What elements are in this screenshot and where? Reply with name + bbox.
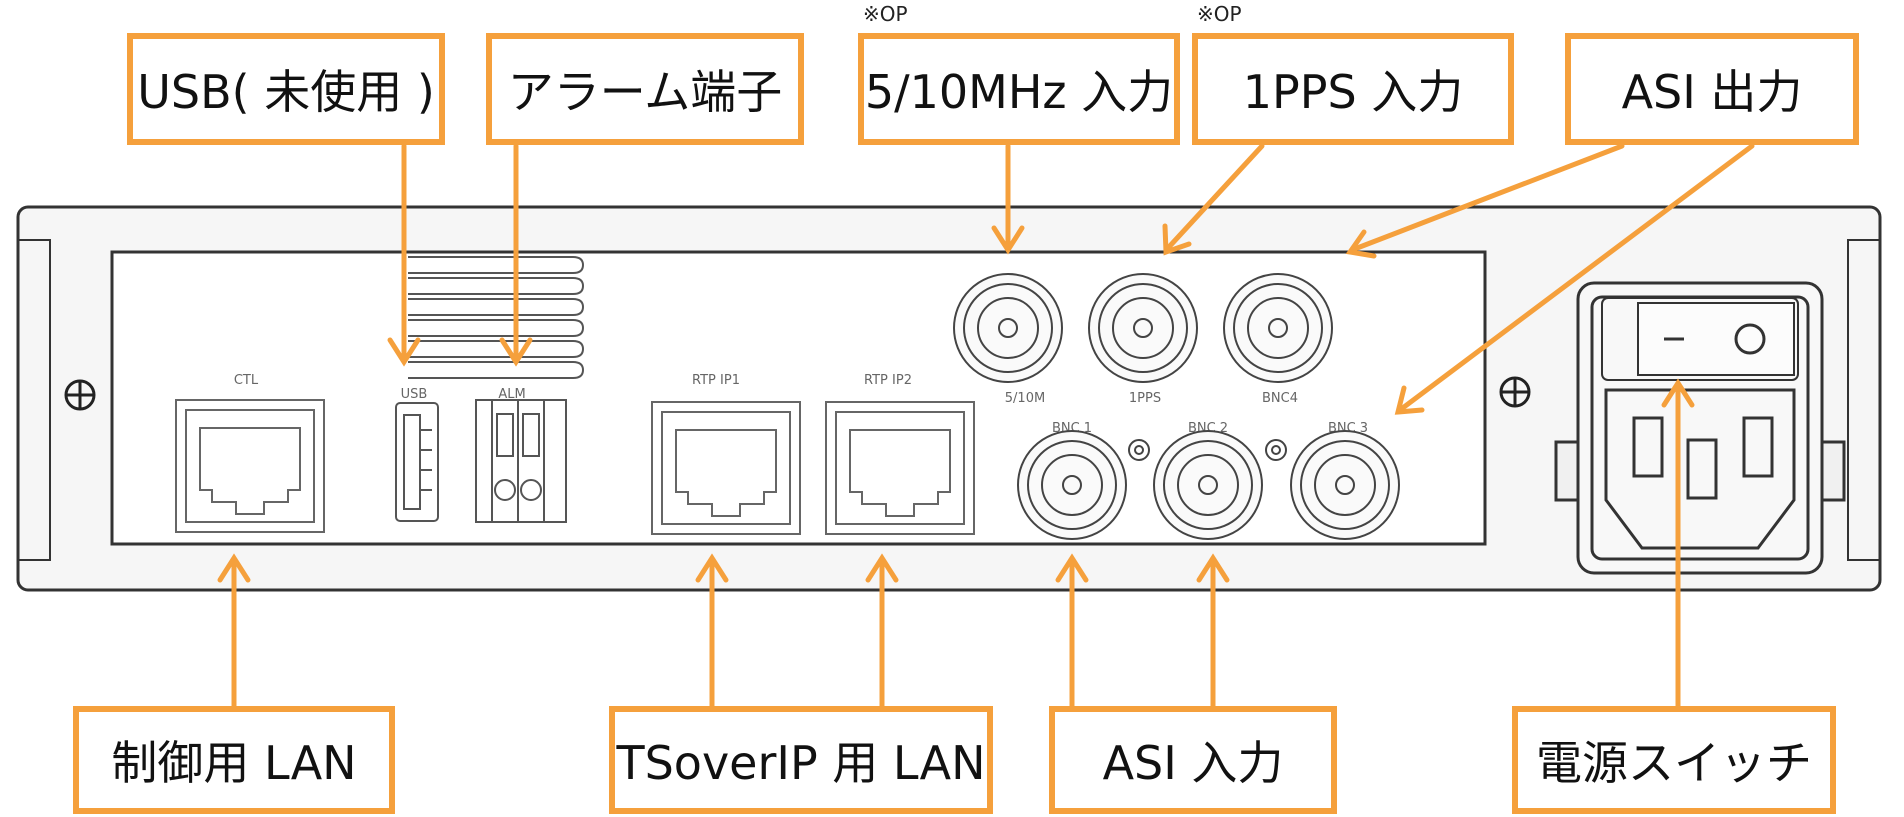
bnc-connector-pps-in: [1088, 273, 1198, 383]
rj45-port-ctl: [175, 399, 325, 533]
port-label-bnc4: BNC4: [1262, 391, 1298, 406]
bnc-connector-ref-in: [953, 273, 1063, 383]
callout-ref-input: 5/10MHz 入力: [858, 33, 1180, 145]
port-label-rtp1: RTP IP1: [692, 373, 740, 388]
port-label-rtp2: RTP IP2: [864, 373, 912, 388]
callout-pps-input: 1PPS 入力: [1192, 33, 1514, 145]
usb-port: [395, 402, 439, 522]
callout-tsoverip-lan: TSoverIP 用 LAN: [609, 706, 993, 814]
screw-icon: [1499, 376, 1531, 408]
led-indicator: [1128, 439, 1150, 461]
screw-icon: [64, 379, 96, 411]
callout-control-lan: 制御用 LAN: [73, 706, 395, 814]
rj45-port-rtp1: [651, 401, 801, 535]
bnc-connector-bnc4: [1223, 273, 1333, 383]
port-label-ref: 5/10M: [1005, 391, 1045, 406]
callout-usb: USB( 未使用 ): [127, 33, 445, 145]
bnc-connector-bnc3: [1290, 430, 1400, 540]
callout-arrows: [217, 143, 1755, 709]
bnc-connector-bnc2: [1153, 430, 1263, 540]
port-label-ctl: CTL: [234, 373, 259, 388]
power-switch: [1601, 297, 1799, 381]
led-indicator: [1265, 439, 1287, 461]
device-chassis: [16, 205, 1882, 592]
rj45-port-rtp2: [825, 401, 975, 535]
port-label-alm: ALM: [498, 387, 525, 402]
vent-slots: [408, 256, 585, 379]
callout-asi-output: ASI 出力: [1565, 33, 1859, 145]
callout-power-switch: 電源スイッチ: [1512, 706, 1836, 814]
option-note-ref: ※OP: [863, 2, 908, 26]
option-note-pps: ※OP: [1197, 2, 1242, 26]
callout-asi-input: ASI 入力: [1049, 706, 1337, 814]
callout-alarm-terminal: アラーム端子: [486, 33, 804, 145]
alarm-terminal: [475, 399, 567, 523]
bnc-connector-bnc1: [1017, 430, 1127, 540]
port-label-usb: USB: [401, 387, 428, 402]
port-label-pps: 1PPS: [1129, 391, 1161, 406]
